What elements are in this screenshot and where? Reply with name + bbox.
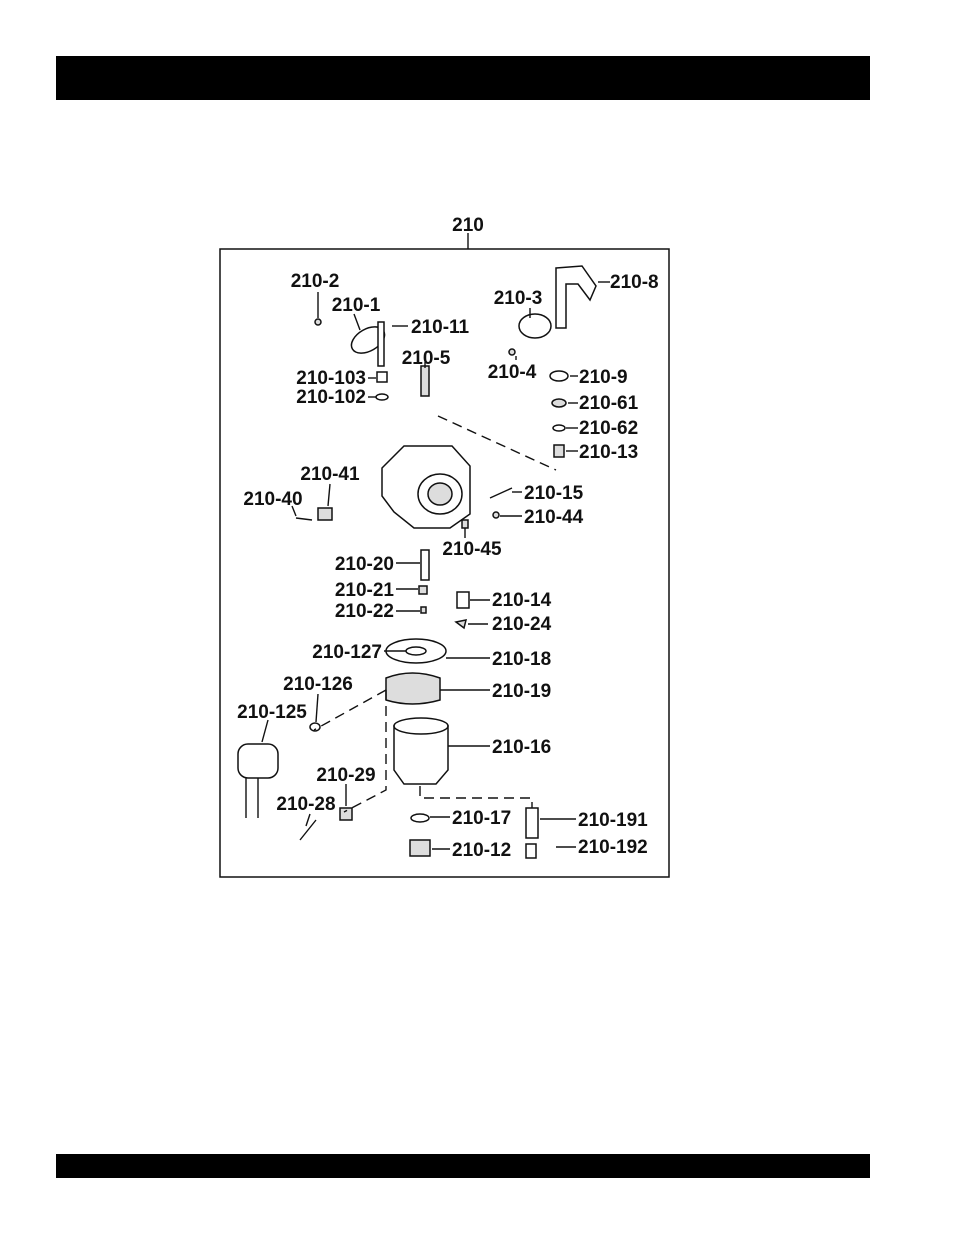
pilot-screw: [421, 366, 429, 396]
part-label: 210-19: [492, 681, 551, 702]
part-label: 210-14: [492, 590, 552, 611]
nozzle-210-20: [421, 550, 429, 580]
part-label: 210-192: [578, 837, 648, 858]
part-label: 210-126: [283, 674, 353, 695]
throttle-plate: [519, 314, 551, 338]
part-label: 210-102: [296, 387, 366, 408]
guide-screw: [344, 690, 386, 812]
choke-shaft: [378, 322, 384, 366]
gasket-210-127: [406, 647, 426, 655]
fuel-cut-solenoid: [238, 744, 278, 778]
part-label: 210-4: [488, 362, 537, 383]
part-label: 210-28: [276, 794, 335, 815]
part-label: 210-62: [579, 418, 638, 439]
float-210-19: [386, 673, 440, 704]
spring-210-29: [340, 808, 352, 820]
drain-bolt-210-12: [410, 840, 430, 856]
part-label: 210-125: [237, 702, 307, 723]
pin-210-191: [526, 808, 538, 838]
venturi-inner: [428, 483, 452, 505]
clip-210-24: [456, 620, 466, 628]
guide-bowl: [420, 786, 532, 808]
jet-210-21: [419, 586, 427, 594]
part-label: 210-191: [578, 810, 648, 831]
ring-210-22: [421, 607, 426, 613]
part-label: 210-2: [291, 271, 340, 292]
part-label: 210-22: [335, 601, 394, 622]
jet-210-45: [462, 520, 468, 528]
screw-210-44: [493, 512, 499, 518]
washer-210-17: [411, 814, 429, 822]
part-label: 210-41: [300, 464, 360, 485]
collar-210-103: [377, 372, 387, 382]
part-label: 210-17: [452, 808, 511, 829]
part-label: 210-5: [402, 348, 451, 369]
screw-210-4: [509, 349, 515, 355]
seal-210-61: [552, 399, 566, 407]
screw-210-2: [315, 319, 321, 325]
part-label: 210-127: [312, 642, 382, 663]
bolt-210-9: [550, 371, 568, 381]
screw-210-40: [296, 518, 312, 520]
part-label: 210-15: [524, 483, 584, 504]
part-label: 210-12: [452, 840, 511, 861]
part-label: 210-40: [243, 489, 302, 510]
part-label: 210-29: [316, 765, 375, 786]
ring-210-62: [553, 425, 565, 431]
part-label: 210-9: [579, 367, 628, 388]
part-label: 210-44: [524, 507, 584, 528]
guide-solenoid: [314, 690, 386, 730]
part-label: 210-20: [335, 554, 394, 575]
part-label: 210-11: [411, 317, 470, 338]
part-label: 210-21: [335, 580, 395, 601]
throttle-lever: [556, 266, 596, 328]
jet-210-13: [554, 445, 564, 457]
part-label: 210-24: [492, 614, 552, 635]
washer-210-102: [376, 394, 388, 400]
part-label: 210-103: [296, 368, 366, 389]
part-label: 210-13: [579, 442, 638, 463]
screw-210-28: [300, 820, 316, 840]
part-label: 210-45: [442, 539, 502, 560]
part-label: 210-8: [610, 272, 659, 293]
diagram-frame: [220, 249, 669, 877]
part-label: 210-3: [494, 288, 543, 309]
part-label: 210-61: [579, 393, 639, 414]
pin-210-192: [526, 844, 536, 858]
bowl-rim: [394, 718, 448, 734]
part-label: 210-18: [492, 649, 551, 670]
needle-210-14: [457, 592, 469, 608]
assembly-number: 210: [452, 215, 484, 236]
pin-210-15: [490, 488, 512, 498]
part-label: 210-1: [332, 295, 381, 316]
part-label: 210-16: [492, 737, 551, 758]
spring-210-41: [318, 508, 332, 520]
